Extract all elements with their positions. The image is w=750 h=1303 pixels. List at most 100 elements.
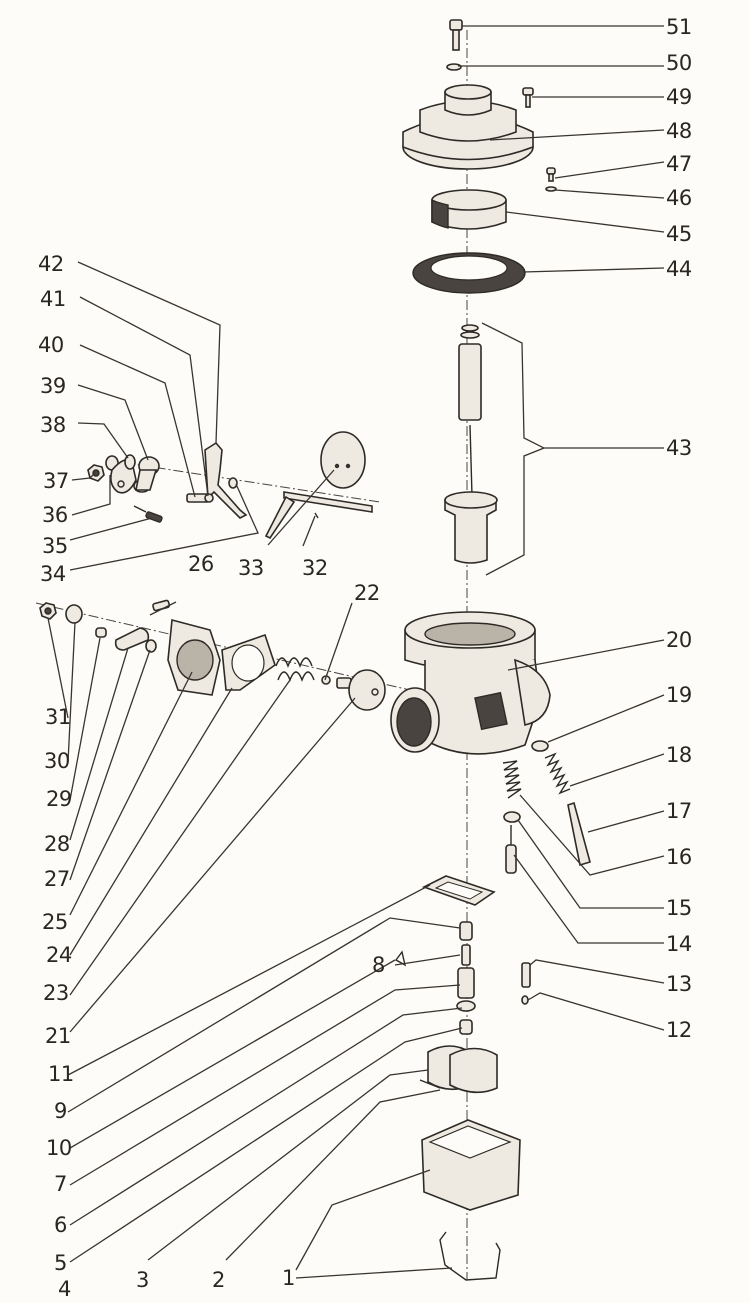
part-42-throttle-lever [204,441,248,519]
part-8-needle-jet [461,944,471,966]
label-20: 20 [666,628,692,652]
callout-labels: 51 50 49 48 47 46 45 44 43 20 19 18 17 1… [38,15,692,1301]
part-19-washer [531,740,549,752]
part-25-starter-housing [167,618,221,696]
label-40: 40 [38,333,64,357]
label-2: 2 [212,1268,225,1292]
part-47-screw [546,167,556,182]
part-7-jet-holder [457,967,475,999]
label-31: 31 [45,705,71,729]
part-30-washer [65,604,83,624]
part-23-spring [275,657,315,682]
part-32-screw [314,512,319,519]
label-49: 49 [666,85,692,109]
part-3-float-pivot [419,1079,441,1089]
part-1-retaining-clip [439,1231,501,1281]
label-42: 42 [38,252,64,276]
label-11: 11 [48,1062,74,1086]
label-5: 5 [54,1251,67,1275]
part-44-diaphragm [412,252,526,294]
part-10-clip [394,950,407,967]
part-29-pin [95,627,107,638]
part-2-float-bowl [421,1119,521,1211]
label-8: 8 [372,953,385,977]
bracket-43 [481,322,546,576]
label-25: 25 [42,910,68,934]
label-21: 21 [45,1024,71,1048]
label-44: 44 [666,257,692,281]
label-16: 16 [666,845,692,869]
part-34-bushing [228,477,238,489]
label-47: 47 [666,152,692,176]
label-7: 7 [54,1172,67,1196]
part-15-washer [503,811,521,823]
label-30: 30 [44,749,70,773]
label-27: 27 [44,867,70,891]
part-14-mixture-screw [505,825,517,874]
part-12-o-ring [521,995,529,1005]
label-26: 26 [188,552,214,576]
label-34: 34 [40,562,66,586]
label-50: 50 [666,51,692,75]
part-46-washer [545,186,557,192]
part-16-spring [502,760,522,799]
part-17-idle-screw [567,801,591,867]
label-39: 39 [40,374,66,398]
part-20-carburetor-body [390,611,551,755]
label-32: 32 [302,556,328,580]
throttle-axis [119,461,381,503]
part-43-piston-assembly [444,324,498,564]
part-21-starter-plunger [336,669,386,711]
part-11-gasket [421,875,496,906]
part-49-screw [522,87,534,108]
label-17: 17 [666,799,692,823]
label-29: 29 [46,787,72,811]
part-48-top-cover [402,84,534,170]
label-12: 12 [666,1018,692,1042]
part-27-bushing [145,639,157,653]
part-35-spring [133,505,163,523]
part-51-screw [449,19,463,51]
label-41: 41 [40,287,66,311]
label-37: 37 [43,469,69,493]
label-23: 23 [43,981,69,1005]
label-6: 6 [54,1213,67,1237]
label-45: 45 [666,222,692,246]
label-22: 22 [354,581,380,605]
label-4: 4 [58,1277,71,1301]
label-36: 36 [42,503,68,527]
part-36-cam-lever [110,454,137,494]
label-38: 38 [40,413,66,437]
label-28: 28 [44,832,70,856]
label-33: 33 [238,556,264,580]
part-37-nut [87,464,105,482]
part-31-nut [39,602,57,620]
label-35: 35 [42,534,68,558]
label-10: 10 [46,1136,72,1160]
label-18: 18 [666,743,692,767]
label-24: 24 [46,943,72,967]
part-50-washer [446,63,462,71]
label-15: 15 [666,896,692,920]
label-3: 3 [136,1268,149,1292]
part-6-washer [456,1000,476,1012]
label-13: 13 [666,972,692,996]
part-13-pilot-jet [521,962,531,988]
part-24-gasket [221,633,276,691]
part-9-needle-valve [459,921,473,941]
label-51: 51 [666,15,692,39]
part-41-washer [204,493,214,503]
label-19: 19 [666,683,692,707]
label-46: 46 [666,186,692,210]
label-9: 9 [54,1099,67,1123]
part-45-diaphragm-ring [431,189,507,230]
part-5-main-jet [459,1019,473,1035]
label-1: 1 [282,1266,295,1290]
part-28-starter-lever [114,627,150,651]
label-48: 48 [666,119,692,143]
label-43: 43 [666,436,692,460]
part-18-spring [544,752,571,795]
part-4-float [427,1045,498,1094]
label-14: 14 [666,932,692,956]
